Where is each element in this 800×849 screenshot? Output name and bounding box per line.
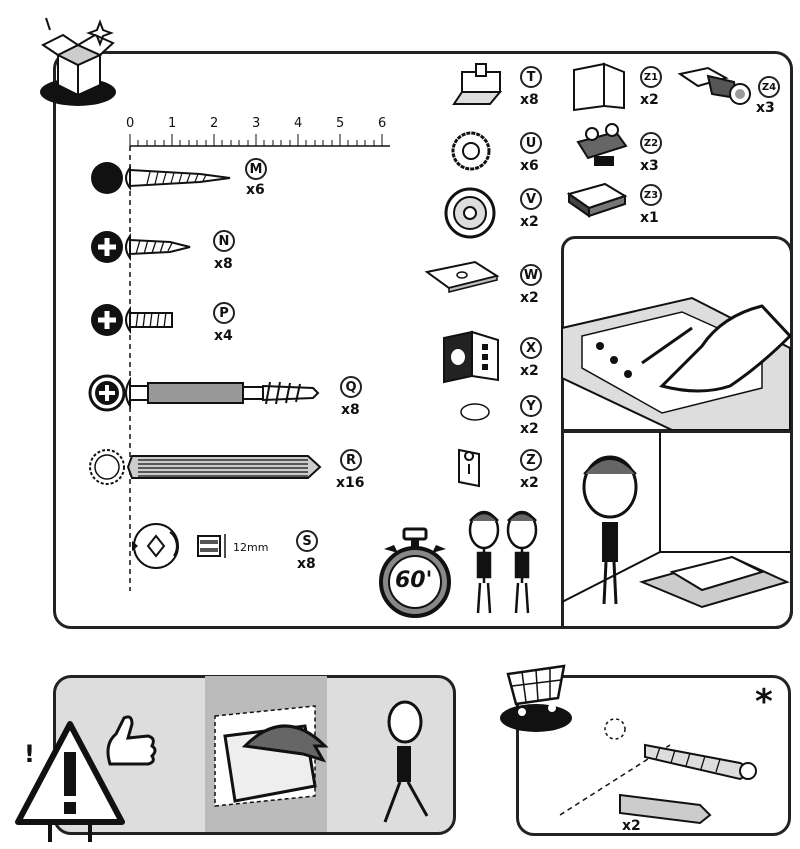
ruler-tick-4: 4 (294, 116, 303, 131)
hinge-z4-icon (677, 66, 751, 105)
optional-marker: * (755, 682, 773, 722)
part-label-y: Y (520, 395, 542, 417)
ruler-tick-5: 5 (336, 116, 345, 131)
part-qty-z3: x1 (640, 210, 659, 226)
washer-u-icon (451, 131, 491, 171)
cover-z3-icon (566, 182, 628, 218)
warning-triangle-icon (15, 721, 125, 842)
ruler (129, 134, 390, 147)
part-qty-w: x2 (520, 290, 539, 306)
wall-drawer-illustration (214, 700, 429, 823)
dowel-r-icon (89, 449, 322, 485)
optional-parts-panel (516, 675, 791, 836)
cap-y-icon (460, 403, 490, 421)
hinge-x-icon (443, 330, 499, 384)
part-qty-z: x2 (520, 475, 539, 491)
two-people-icon (468, 510, 538, 614)
part-label-m: M (245, 158, 267, 180)
wheel-v-icon (444, 187, 496, 239)
part-qty-x: x2 (520, 363, 539, 379)
thumbs-up-hand-icon (106, 715, 157, 766)
part-label-p: P (213, 302, 235, 324)
part-qty-z4: x3 (756, 100, 775, 116)
part-label-x: X (520, 337, 542, 359)
connector-bolt-q-icon (88, 374, 320, 412)
part-label-z: Z (520, 449, 542, 471)
part-label-z1: Z1 (640, 66, 662, 88)
part-qty-t: x8 (520, 92, 539, 108)
person-with-package-illustration (561, 432, 790, 609)
part-label-v: V (520, 188, 542, 210)
part-label-n: N (213, 230, 235, 252)
part-qty-q: x8 (341, 402, 360, 418)
part-qty-s: x8 (297, 556, 316, 572)
part-label-z3: Z3 (640, 184, 662, 206)
cam-lock-length: 12mm (233, 541, 269, 554)
screw-p-icon (91, 304, 173, 336)
stopwatch-icon (379, 527, 451, 618)
part-qty-m: x6 (246, 182, 265, 198)
ruler-tick-6: 6 (378, 116, 387, 131)
optional-qty: x2 (622, 818, 641, 834)
ruler-tick-2: 2 (210, 116, 219, 131)
part-label-z4: Z4 (758, 76, 780, 98)
part-qty-p: x4 (214, 328, 233, 344)
part-qty-z2: x3 (640, 158, 659, 174)
corner-z1-icon (573, 62, 625, 112)
timer-label: 60' (395, 568, 433, 593)
part-qty-u: x6 (520, 158, 539, 174)
cam-lock-s-icon (132, 523, 226, 569)
part-label-r: R (340, 449, 362, 471)
shopping-cart-icon (500, 664, 572, 732)
part-label-q: Q (340, 376, 362, 398)
ruler-tick-3: 3 (252, 116, 261, 131)
part-qty-z1: x2 (640, 92, 659, 108)
part-label-s: S (296, 530, 318, 552)
part-label-t: T (520, 66, 542, 88)
hand-pointing-illustration (561, 296, 793, 431)
part-label-w: W (520, 264, 542, 286)
warning-exclaim: ! (24, 740, 35, 768)
screw-n-icon (91, 231, 191, 263)
ruler-tick-0: 0 (126, 116, 135, 131)
bracket-t-icon (452, 63, 503, 105)
clip-z2-icon (576, 123, 628, 166)
optional-screw-anchor-illustration (559, 718, 758, 825)
open-box-icon (40, 17, 116, 106)
part-qty-r: x16 (336, 475, 365, 491)
hanger-z-icon (458, 448, 480, 488)
part-label-z2: Z2 (640, 132, 662, 154)
part-qty-v: x2 (520, 214, 539, 230)
plate-w-icon (424, 260, 500, 293)
screw-m-icon (91, 162, 231, 194)
ruler-tick-1: 1 (168, 116, 177, 131)
part-qty-n: x8 (214, 256, 233, 272)
part-qty-y: x2 (520, 421, 539, 437)
part-label-u: U (520, 132, 542, 154)
character-inset (561, 430, 793, 629)
ruler-zero-line (129, 146, 131, 591)
